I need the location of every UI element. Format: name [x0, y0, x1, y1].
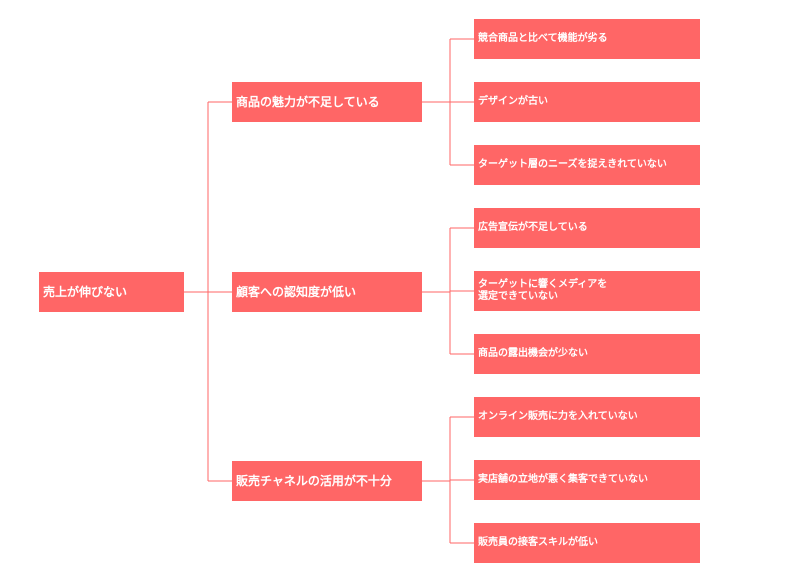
branch-node-label: 商品の魅力が不足している — [236, 94, 380, 109]
branch-node-appeal: 商品の魅力が不足している — [232, 82, 422, 122]
leaf-node: ターゲットに響くメディアを 選定できていない — [474, 271, 700, 311]
leaf-node-label: 実店舗の立地が悪く集客できていない — [478, 473, 648, 485]
branch-node-awareness: 顧客への認知度が低い — [232, 272, 422, 312]
root-node-label: 売上が伸びない — [43, 284, 128, 299]
root-node: 売上が伸びない — [39, 272, 184, 312]
leaf-node: 商品の露出機会が少ない — [474, 334, 700, 374]
leaf-node-label: 広告宣伝が不足している — [478, 221, 588, 233]
leaf-node: オンライン販売に力を入れていない — [474, 397, 700, 437]
leaf-node: 販売員の接客スキルが低い — [474, 523, 700, 563]
leaf-node: 競合商品と比べて機能が劣る — [474, 19, 700, 59]
leaf-node-label: 競合商品と比べて機能が劣る — [478, 32, 608, 44]
leaf-node-label: 販売員の接客スキルが低い — [478, 536, 598, 548]
leaf-node: ターゲット層のニーズを捉えきれていない — [474, 145, 700, 185]
leaf-node-label: ターゲット層のニーズを捉えきれていない — [478, 158, 667, 170]
branch-node-label: 販売チャネルの活用が不十分 — [236, 473, 392, 488]
branch-node-channel: 販売チャネルの活用が不十分 — [232, 461, 422, 501]
leaf-node-label: ターゲットに響くメディアを 選定できていない — [478, 278, 608, 303]
leaf-node-label: 商品の露出機会が少ない — [478, 347, 588, 359]
leaf-node: 実店舗の立地が悪く集客できていない — [474, 460, 700, 500]
leaf-node: デザインが古い — [474, 82, 700, 122]
leaf-node-label: デザインが古い — [478, 95, 548, 107]
leaf-node: 広告宣伝が不足している — [474, 208, 700, 248]
leaf-node-label: オンライン販売に力を入れていない — [478, 410, 638, 422]
branch-node-label: 顧客への認知度が低い — [236, 284, 357, 299]
